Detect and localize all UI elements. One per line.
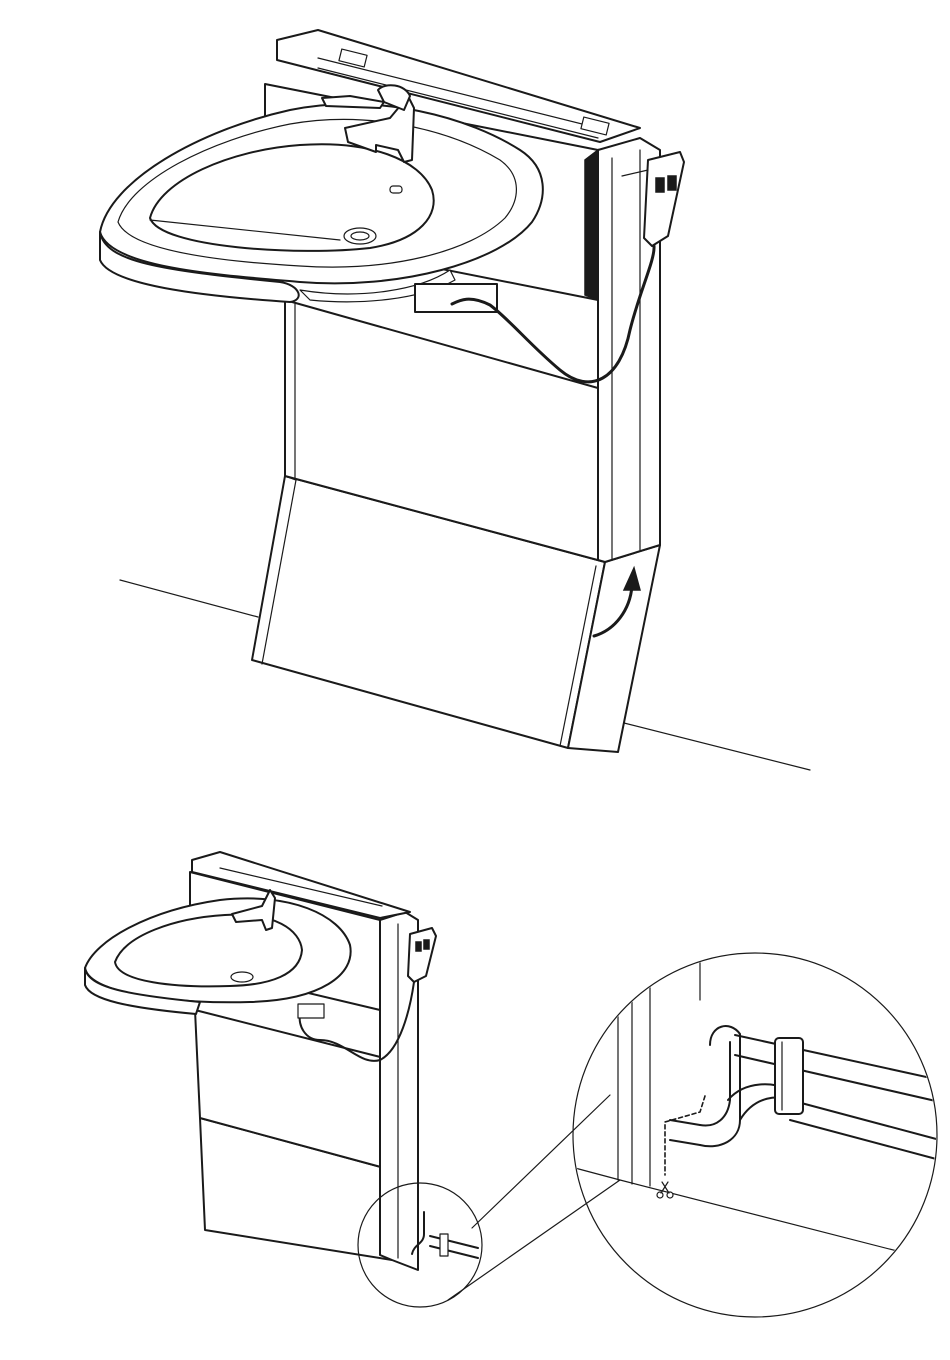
magnifier-connector-bottom [448,1180,620,1300]
overflow-slot [390,186,402,193]
pipe-detail-magnifier-icon [573,953,937,1317]
installed-control-box [298,1004,324,1018]
pipe-small-clip [440,1234,448,1256]
backboard-side [585,150,598,300]
drain-icon [344,228,376,244]
control-box [415,284,497,312]
cut-line-dashed [665,1096,705,1175]
pipe-clip-detail [775,1038,803,1114]
installed-drain-icon [231,972,253,982]
installed-hand-control-icon [408,928,436,982]
detail-content [575,960,940,1262]
washbasin-assembly-installed [85,852,940,1317]
magnifier-connector-top [472,1095,610,1228]
washbasin-assembly-top [100,30,810,770]
